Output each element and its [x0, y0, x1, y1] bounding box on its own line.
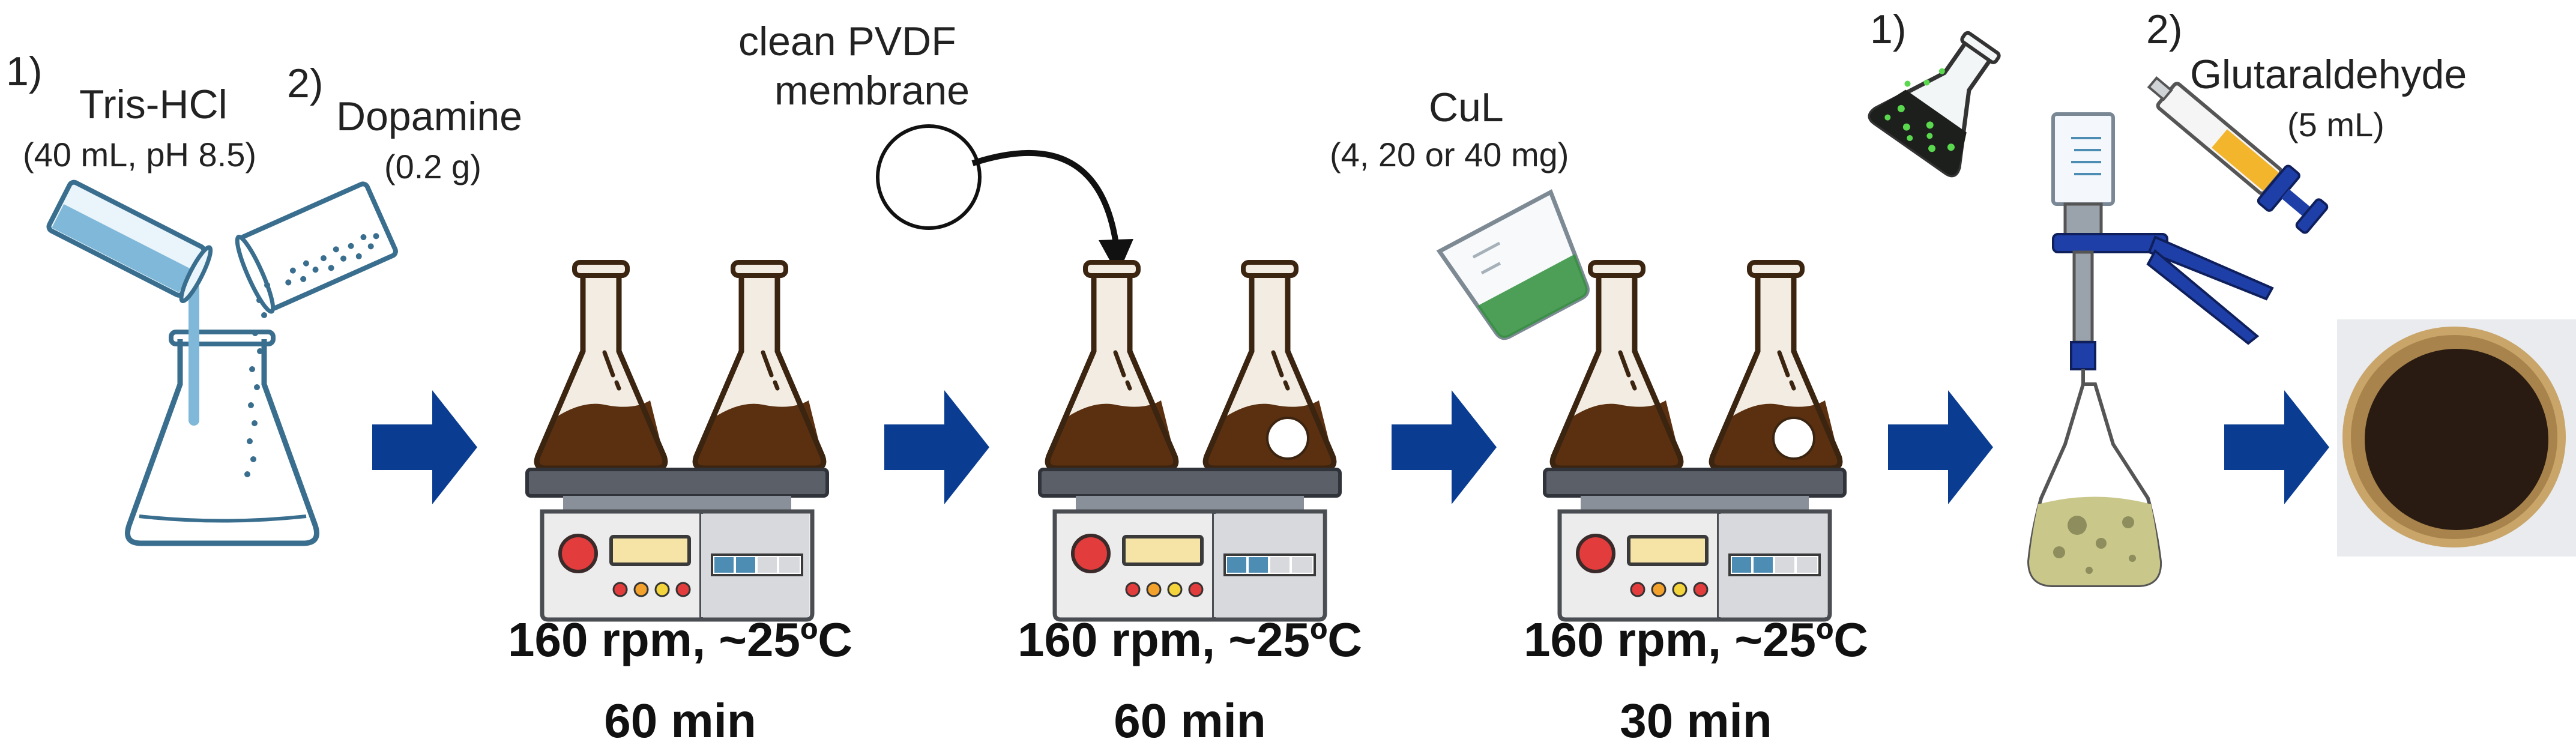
conical-flask-icon	[695, 262, 824, 468]
conical-flask-icon	[537, 262, 665, 468]
step4-reagent-detail: (4, 20 or 40 mg)	[1330, 136, 1569, 173]
step2-time: 60 min	[604, 694, 756, 747]
arrow-icon	[884, 390, 989, 504]
step1-reagent2-detail: (0.2 g)	[384, 148, 481, 185]
arrow-icon	[372, 390, 477, 504]
membrane-label-line2: membrane	[774, 68, 970, 113]
step1-reagent1-name: Tris-HCl	[79, 82, 228, 127]
step4-speed-temp: 160 rpm, ~25ºC	[1524, 613, 1868, 666]
filtration-apparatus-icon	[2027, 112, 2274, 587]
step5-item2-detail: (5 mL)	[2287, 106, 2384, 143]
tris-hcl-beaker-icon	[46, 179, 213, 304]
dopamine-beaker-icon	[235, 181, 398, 314]
conical-flask-icon	[1048, 262, 1176, 468]
hot-plate-stirrer-icon	[1040, 469, 1340, 620]
step5-item2-number: 2)	[2146, 7, 2183, 52]
glutaraldehyde-syringe-icon	[2147, 76, 2329, 234]
arrow-icon	[2224, 390, 2329, 504]
hot-plate-stirrer-icon	[527, 469, 827, 620]
arrow-icon	[1392, 390, 1497, 504]
green-suspension-flask-icon	[1868, 31, 2001, 178]
step5-item1-number: 1)	[1870, 7, 1907, 52]
step1-reagent1-detail: (40 mL, pH 8.5)	[23, 136, 257, 173]
step4-time: 30 min	[1620, 694, 1772, 747]
cul-beaker-icon	[1436, 189, 1590, 340]
arrow-icon	[1888, 390, 1993, 504]
conical-flask-with-membrane-icon	[1205, 262, 1334, 468]
membrane-photo	[2337, 319, 2576, 556]
step4-reagent-name: CuL	[1429, 85, 1504, 130]
dopamine-powder-stream	[244, 282, 270, 477]
step1-reagent1-number: 1)	[6, 49, 43, 94]
step1-reagent2-number: 2)	[287, 61, 324, 106]
step2-speed-temp: 160 rpm, ~25ºC	[508, 613, 852, 666]
step1-reagent2-name: Dopamine	[336, 94, 522, 139]
step3-time: 60 min	[1114, 694, 1266, 747]
step1-flask-icon	[125, 283, 319, 546]
membrane-label-line1: clean PVDF	[738, 19, 956, 64]
step3-speed-temp: 160 rpm, ~25ºC	[1018, 613, 1362, 666]
conical-flask-with-membrane-icon	[1712, 262, 1840, 468]
step5-item2-name: Glutaraldehyde	[2190, 52, 2467, 97]
hot-plate-stirrer-icon	[1545, 469, 1845, 620]
pvdf-membrane-icon	[876, 124, 1133, 275]
